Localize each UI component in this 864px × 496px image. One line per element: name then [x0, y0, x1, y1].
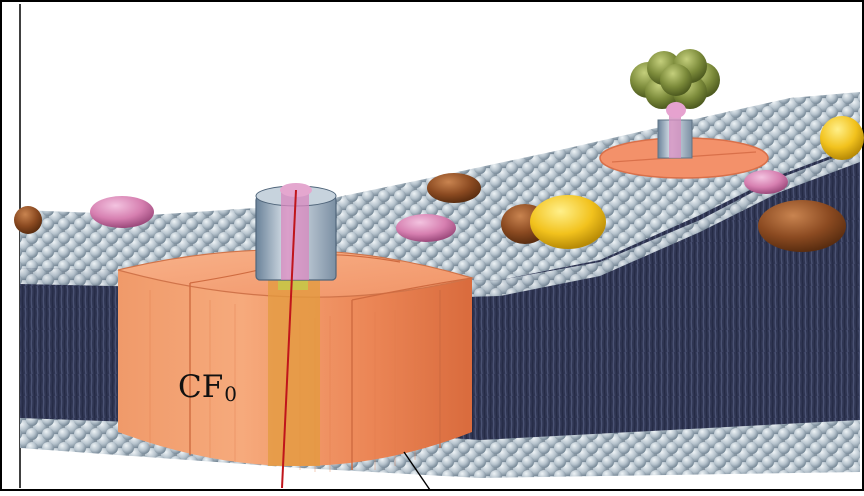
cf0-channel [268, 270, 320, 466]
pink-protein-left [90, 196, 154, 228]
brown-protein-edge [14, 206, 42, 234]
cf0-label: CF0 [178, 372, 237, 404]
brown-protein-right [758, 200, 846, 252]
pink-protein-right [744, 170, 788, 194]
cf0-label-main: CF [178, 369, 223, 405]
yellow-protein-right [820, 116, 864, 160]
yellow-protein [530, 195, 606, 249]
brown-protein-top [427, 173, 481, 203]
pink-protein-middle [396, 214, 456, 242]
cf0-label-subscript: 0 [224, 382, 237, 406]
